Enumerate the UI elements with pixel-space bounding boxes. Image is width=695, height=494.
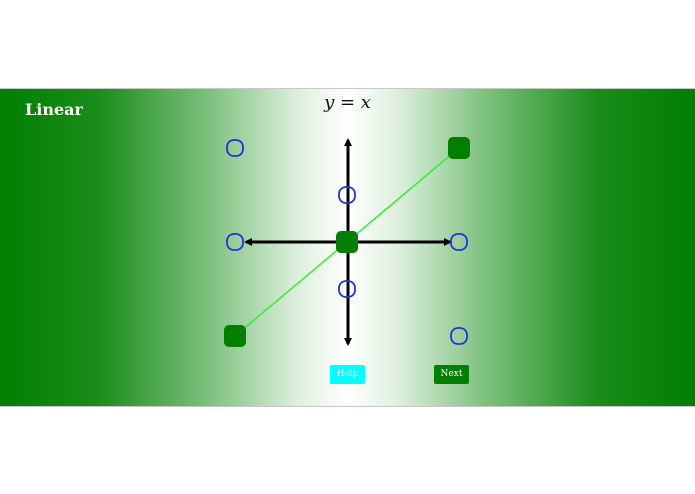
empty-point-icon[interactable] [338,186,356,204]
next-button[interactable]: Next [434,365,469,384]
app-title: Linear [25,100,83,119]
filled-point-icon[interactable] [224,325,246,347]
graph-stage: Linear y = x Help Next [0,88,695,407]
empty-point-icon[interactable] [226,139,244,157]
empty-point-icon[interactable] [450,233,468,251]
equation-label: y = x [324,92,371,113]
empty-point-icon[interactable] [226,233,244,251]
empty-point-icon[interactable] [338,280,356,298]
help-button[interactable]: Help [330,365,365,384]
filled-point-icon[interactable] [336,231,358,253]
empty-point-icon[interactable] [450,327,468,345]
coordinate-plane [224,137,470,347]
filled-point-icon[interactable] [448,137,470,159]
